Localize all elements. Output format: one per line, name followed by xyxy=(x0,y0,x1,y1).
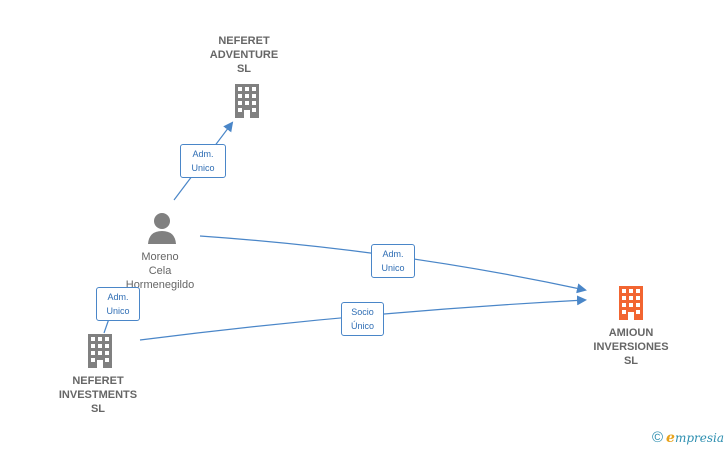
copyright-icon: © xyxy=(651,429,664,446)
edge-label-investments-to-moreno[interactable]: Adm. Unico xyxy=(96,287,140,321)
node-label-amioun: AMIOUN INVERSIONES SL xyxy=(593,327,669,367)
edge-label-moreno-to-amioun[interactable]: Adm. Unico xyxy=(371,244,415,278)
edge-label-moreno-to-adventure[interactable]: Adm. Unico xyxy=(180,144,226,178)
node-label-neferet-investments: NEFERET INVESTMENTS SL xyxy=(58,375,138,415)
building-icon[interactable] xyxy=(616,286,646,320)
building-icon[interactable] xyxy=(85,334,115,368)
node-label-moreno: Moreno Cela Hormenegildo xyxy=(125,251,195,291)
brand-logo-e: e xyxy=(666,429,675,446)
copyright-footer: ©empresia xyxy=(652,429,724,446)
person-icon[interactable] xyxy=(147,212,177,244)
node-label-neferet-adventure: NEFERET ADVENTURE SL xyxy=(209,35,279,75)
edge-label-investments-to-amioun[interactable]: Socio Único xyxy=(341,302,384,336)
brand-logo: empresia xyxy=(666,429,724,446)
building-icon[interactable] xyxy=(232,84,262,118)
brand-logo-text: mpresia xyxy=(674,430,724,445)
